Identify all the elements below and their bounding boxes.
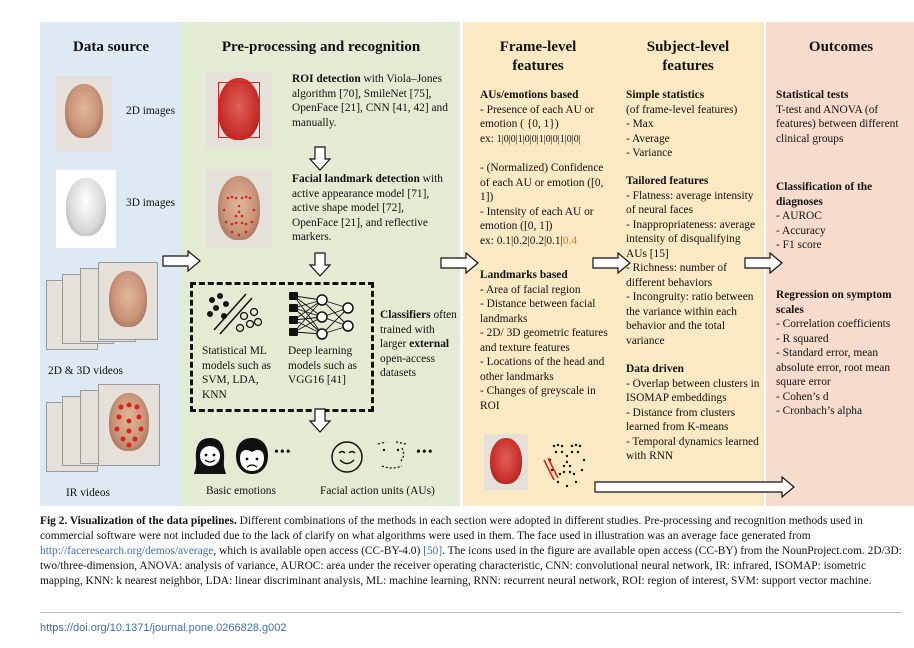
down-arrow-icon — [308, 408, 332, 433]
neural-network-icon — [289, 292, 354, 340]
face-roi — [206, 72, 272, 148]
label-basic-emotions: Basic emotions — [206, 485, 276, 497]
outcomes-stat-block: Statistical tests T-test and ANOVA (of f… — [776, 89, 899, 145]
landmark-dots-icon — [543, 443, 586, 488]
right-arrow-icon — [592, 252, 631, 274]
label-ir-videos: IR videos — [66, 487, 110, 499]
classifier-box — [190, 282, 374, 412]
caption-link[interactable]: http://faceresearch.org/demos/average — [40, 545, 214, 557]
woman-face-icon — [194, 438, 226, 474]
action-unit-icon — [377, 441, 407, 469]
statistical-ml-text: Statistical ML models such as SVM, LDA, … — [202, 345, 271, 401]
outcomes-regression-block: Regression on symptom scales - Correlati… — [776, 289, 892, 417]
figure-caption: Fig 2. Visualization of the data pipelin… — [40, 515, 902, 587]
face-roi-small — [484, 434, 528, 490]
down-arrow-icon — [308, 252, 332, 277]
subject-level-column — [614, 22, 764, 506]
landmark-points — [222, 195, 256, 237]
header-frame-level: Frame-level features — [499, 39, 577, 74]
down-arrow-icon — [308, 146, 332, 171]
header-preprocessing: Pre-processing and recognition — [221, 39, 421, 55]
subject-data-driven-block: Data driven - Overlap between clusters i… — [626, 363, 760, 462]
ellipsis-icon: ••• — [274, 445, 292, 460]
face-2d-image — [56, 76, 112, 152]
outcomes-column — [766, 22, 914, 506]
label-2d-images: 2D images — [126, 105, 176, 117]
face-3d-image — [56, 170, 116, 248]
ellipsis-icon: ••• — [416, 445, 434, 460]
ir-markers — [114, 402, 144, 448]
face-ir-video — [98, 384, 160, 466]
caption-ref[interactable]: [50] — [423, 545, 443, 557]
label-videos: 2D & 3D videos — [48, 365, 123, 377]
doi-link[interactable]: https://doi.org/10.1371/journal.pone.026… — [40, 622, 287, 634]
landmark-detection-text: Facial landmark detection with active ap… — [292, 173, 443, 243]
right-arrow-icon — [162, 250, 201, 272]
classifiers-text: Classifiers often trained with larger ex… — [380, 309, 457, 379]
face-video — [98, 262, 158, 340]
deep-learning-text: Deep learning models such as VGG16 [41] — [288, 345, 357, 386]
header-outcomes: Outcomes — [808, 39, 874, 55]
roi-detection-text: ROI detection with Viola–Jones algorithm… — [292, 73, 448, 129]
long-right-arrow-icon — [594, 476, 795, 498]
subject-simple-block: Simple statistics (of frame-level featur… — [626, 89, 738, 159]
divider — [40, 612, 902, 613]
smiley-face-icon — [331, 441, 363, 473]
header-data-source: Data source — [73, 39, 149, 55]
right-arrow-icon — [440, 252, 479, 274]
frame-aus-block: AUs/emotions based - Presence of each AU… — [480, 89, 604, 247]
header-subject-level: Subject-level features — [646, 39, 730, 74]
face-landmarks — [206, 170, 272, 248]
frame-level-column — [463, 22, 614, 506]
outcomes-class-block: Classification of the diagnoses - AUROC … — [776, 181, 873, 251]
subject-tailored-block: Tailored features - Flatness: average in… — [626, 175, 756, 347]
frame-landmarks-block: Landmarks based - Area of facial region … — [480, 269, 608, 412]
statistical-ml-icon — [207, 293, 263, 335]
sad-face-icon — [236, 438, 268, 474]
label-3d-images: 3D images — [126, 197, 176, 209]
label-facial-units: Facial action units (AUs) — [320, 485, 435, 497]
right-arrow-icon — [744, 252, 783, 274]
